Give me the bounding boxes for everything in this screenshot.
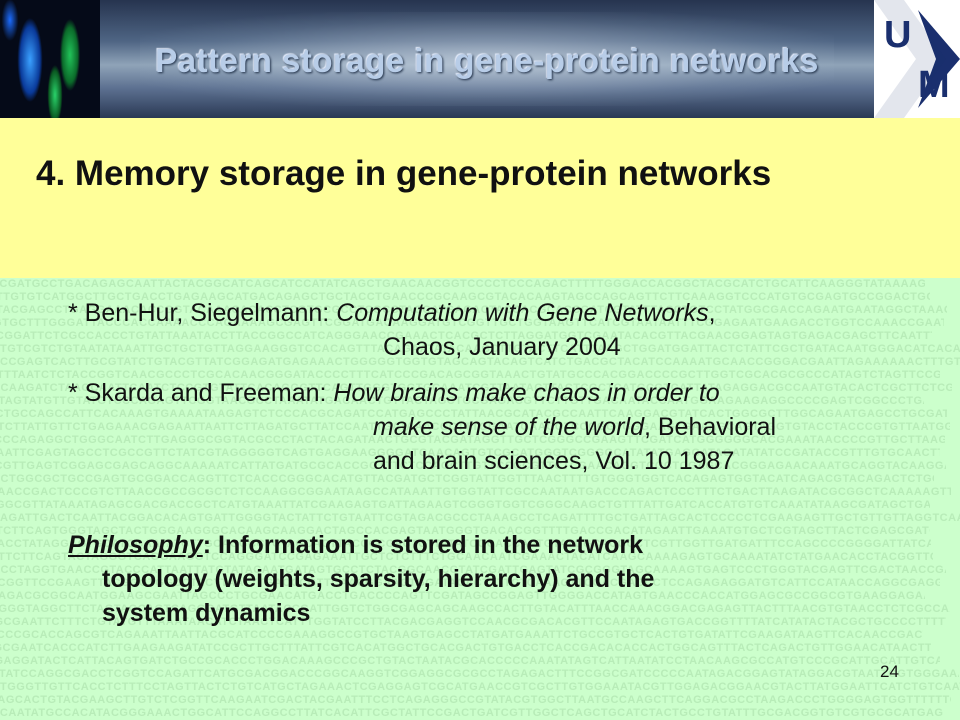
header-title: Pattern storage in gene-protein networks [155,42,819,79]
dna-texture-line: GTGCCCCGCACCAGCGTCAGAAATTAATTACGCATCCCCG… [0,629,923,641]
dna-texture-line: CGGGTAGGCTTCTAGTAGCAGTCAGGGATGTTAATACCGA… [0,603,950,615]
logo-arrow-icon [874,0,960,118]
logo-letter-u: U [884,14,912,56]
dna-texture-line: TTCCTAGGTGAACCGTACCCATTAATTATGTATACAATGA… [0,564,946,576]
logo-letter-m: M [918,64,950,106]
header-banner-glow [140,12,834,106]
dna-texture-line: GGTGCTTTGGGATTACCCACCAAAACCCAGAAAAGCGAGT… [0,317,944,329]
reference-1-authors: * Ben-Hur, Siegelmann: [68,299,337,327]
dna-texture-line: CGAACGATGCCTGACAGAGCAATTACTACGGCATCAGCAT… [0,278,925,290]
reference-2-line-2: make sense of the world, Behavioral [373,410,776,444]
dna-texture-line: ACCAATATGCCACATACGGGAAACTGGCATTCCAGGCCTT… [0,707,943,719]
university-logo: U M [874,0,960,118]
philosophy-statement: Philosophy: Information is stored in the… [68,528,928,630]
page-number: 24 [880,662,899,681]
dna-texture-line: AGATTGACTCAATTACGGACACAGTGATTGGGGTACTATT… [0,512,960,524]
reference-1-line-1: * Ben-Hur, Siegelmann: Computation with … [68,296,716,330]
header-banner: Pattern storage in gene-protein networks [100,0,874,118]
dna-texture-line: TAACCGACTCCCGTCTTAACCGCCGCGCTCTCCAAGGCGG… [0,486,951,498]
content-area: CGAACGATGCCTGACAGAGCAATTACTACGGCATCAGCAT… [0,278,960,720]
slide-header: Pattern storage in gene-protein networks… [0,0,960,118]
dna-texture-line: ACTTTAATCTCTACCGGTCAACGCCCTCGCACAACGGGAT… [0,369,940,381]
dna-texture-line: AAGTCTTCAGTGGGTAGCTACTGGGAAGGGCACAAGCAAG… [0,525,930,537]
dna-texture-line: GCCACCTATAGGAGTGCATCGAATATCTTGCAGGCCTCTA… [0,538,931,550]
dna-texture-line: AGCGGTTCCGAAGTTACGGGTGGCCTACTTAATTTGACCC… [0,577,940,589]
dna-texture-line: GATCGGATTCTCGCCACCCTGTATTAAATACCTTACCGGC… [0,330,932,342]
dna-texture-line: CCGAGTCACTTGCGTATCTGTACGTTATCGGAGATGAGAA… [0,356,960,368]
dna-texture-line: AAGCTAGTATGTTGTATGTCCCAGAGTTCGGTAACGCCTA… [0,395,924,407]
title-area: 4. Memory storage in gene-protein networ… [0,118,960,278]
dna-texture-line: CCGTTGTGTCATGGCTTGCTGACCTGAGAAGCATGACAGA… [0,291,930,303]
dna-texture-line: ATCTTATTGTTCTGAGAAACGAGAATTAATTCTTAGATGC… [0,421,950,433]
dna-texture-line: GTACGAGCCTGAGGAAACACCGGTACAAACACACCTCGTG… [0,304,947,316]
dna-texture-line: ACTGCCAGCCATTCACAAAGTGAAAATAAGAGTCTCCCAC… [0,408,947,420]
philosophy-line-1: : Information is stored in the network [202,531,644,559]
dna-texture-line: GAGCTGGCGCTGCCGAGTGCGGACCAGGTTCTCACCCGGG… [0,473,934,485]
reference-2-authors: * Skarda and Freeman: [68,379,334,407]
reference-1-source: Chaos, January 2004 [383,333,621,361]
dna-texture-line: CGCGGCGTTATAAATAGAGCGACGACCGCTCATGTAAATT… [0,499,930,511]
dna-texture-line: ATAGCGAATCACCCATCTTGAAGAAGATATCCGCTTGCTT… [0,642,931,654]
dna-texture-line: TATCCAGGCGACCTCGGTCCAGATTCATGCGACGGACCCG… [0,668,959,680]
reference-2-source: and brain sciences, Vol. 10 1987 [373,447,735,475]
dna-texture-line: TGTCGTCTGTAATATAAATTGCTGCTGTTAGGAAGGGTCC… [0,343,960,355]
dna-texture-line: TGGGTTGTTCACCTCTTTCCTAGTTACTCTGTCATGCTAG… [0,681,960,693]
dna-texture-line: TTGAGGATACTCATTACAGTGATCTGCCGCACCCTGGACA… [0,655,940,667]
dna-texture-line: GCCCAGAGGCTGGGCAATCTTGAGGGCGGTACGCCCTACT… [0,434,945,446]
reference-2-title-part-1: How brains make chaos in order to [333,379,720,407]
dna-texture-line: AGCGAATTCTTTCTGTATGTTTAAATAACATCTAACTCAT… [0,616,946,628]
dna-texture-line: GCATTCTTCAGTACTAGGGTCAGGAAGGTCCAGGGATCCG… [0,551,933,563]
dna-texture-line: TGAATTCGAGTAGCCTCGCCGTTCTATCGTAGGGGGTCAG… [0,447,940,459]
dna-texture-line: TCCGAGACGCGGCAATGGAAGCGAATTAGCCCTGCGAACA… [0,590,925,602]
dna-sequence-background: CGAACGATGCCTGACAGAGCAATTACTACGGCATCAGCAT… [0,278,960,720]
dna-texture-line: TAGCACTGTACGAAGCTTGTCTCGGTTCAAGAATCGACTA… [0,694,951,706]
philosophy-line-3: system dynamics [102,599,311,627]
reference-1-title: Computation with Gene Networks [336,299,709,327]
reference-2-line-1: * Skarda and Freeman: How brains make ch… [68,376,720,410]
philosophy-label: Philosophy [68,531,203,559]
reference-2-title-part-2: make sense of the world [373,413,644,441]
philosophy-line-2: topology (weights, sparsity, hierarchy) … [102,565,655,593]
reference-2-journal: , Behavioral [643,413,777,441]
slide-title: 4. Memory storage in gene-protein networ… [36,154,772,193]
header-microscopy-image [0,0,100,118]
dna-texture-line: CCAAGATCTAAGCAATTCAATCTCCGTGTATTCACAGGGT… [0,382,952,394]
dna-texture-line: CCGTTGAGTCGGAGCGAGCAGGCAAAAATCATTATGATGC… [0,460,946,472]
reference-1-comma: , [708,299,716,327]
